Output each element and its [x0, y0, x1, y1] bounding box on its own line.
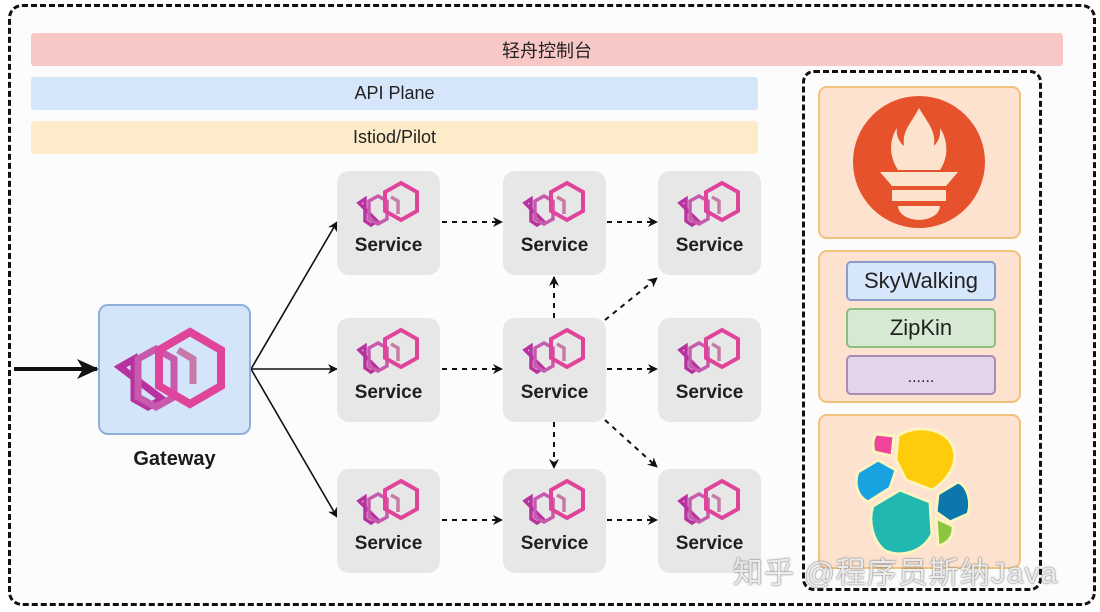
envoy-icon: [522, 327, 585, 375]
elastic-icon: [854, 427, 972, 556]
service-node[interactable]: Service: [337, 469, 440, 573]
istiod-layer: Istiod/Pilot: [31, 121, 758, 154]
service-node[interactable]: Service: [658, 171, 761, 275]
service-label: Service: [675, 235, 744, 256]
service-label: Service: [354, 235, 423, 256]
logging-card[interactable]: [818, 414, 1021, 569]
envoy-icon: [677, 327, 740, 375]
envoy-icon: [356, 327, 419, 375]
tracing-tool-skywalking[interactable]: SkyWalking: [846, 261, 996, 301]
tracing-card: SkyWalking ZipKin ......: [818, 250, 1021, 403]
console-layer-label: 轻舟控制台: [502, 40, 592, 61]
tracing-tool-more[interactable]: ......: [846, 355, 996, 395]
service-label: Service: [354, 382, 423, 403]
envoy-icon: [356, 478, 419, 526]
service-label: Service: [520, 235, 589, 256]
envoy-icon: [356, 180, 419, 228]
service-label: Service: [675, 382, 744, 403]
service-label: Service: [520, 382, 589, 403]
envoy-icon: [677, 180, 740, 228]
tracing-tool-zipkin[interactable]: ZipKin: [846, 308, 996, 348]
metrics-card[interactable]: [818, 86, 1021, 239]
call-r2c2-r1c3: [604, 277, 658, 321]
service-node[interactable]: Service: [503, 469, 606, 573]
envoy-icon: [522, 180, 585, 228]
envoy-icon: [522, 478, 585, 526]
api-plane-label: API Plane: [354, 83, 435, 103]
gateway-node[interactable]: [98, 304, 251, 435]
service-node[interactable]: Service: [658, 469, 761, 573]
prometheus-icon: [853, 96, 985, 228]
service-node[interactable]: Service: [503, 171, 606, 275]
istiod-label: Istiod/Pilot: [352, 127, 437, 147]
service-node[interactable]: Service: [503, 318, 606, 422]
zipkin-label: ZipKin: [889, 315, 953, 340]
api-plane-layer: API Plane: [31, 77, 758, 110]
gateway-to-service-r3: [250, 368, 338, 518]
gateway-to-service-r1: [250, 221, 338, 370]
more-label: ......: [907, 369, 935, 386]
observability-panel: [802, 70, 1042, 591]
skywalking-label: SkyWalking: [863, 268, 979, 293]
service-node[interactable]: Service: [337, 318, 440, 422]
call-r2c2-r3c3: [604, 419, 658, 468]
service-node[interactable]: Service: [658, 318, 761, 422]
service-label: Service: [675, 533, 744, 554]
envoy-icon: [677, 478, 740, 526]
service-node[interactable]: Service: [337, 171, 440, 275]
service-label: Service: [520, 533, 589, 554]
watermark: 知乎 @程序员斯纳Java: [733, 557, 1059, 590]
console-layer: 轻舟控制台: [31, 33, 1063, 66]
service-label: Service: [354, 533, 423, 554]
envoy-icon: [113, 327, 225, 412]
gateway-label: Gateway: [133, 448, 216, 470]
